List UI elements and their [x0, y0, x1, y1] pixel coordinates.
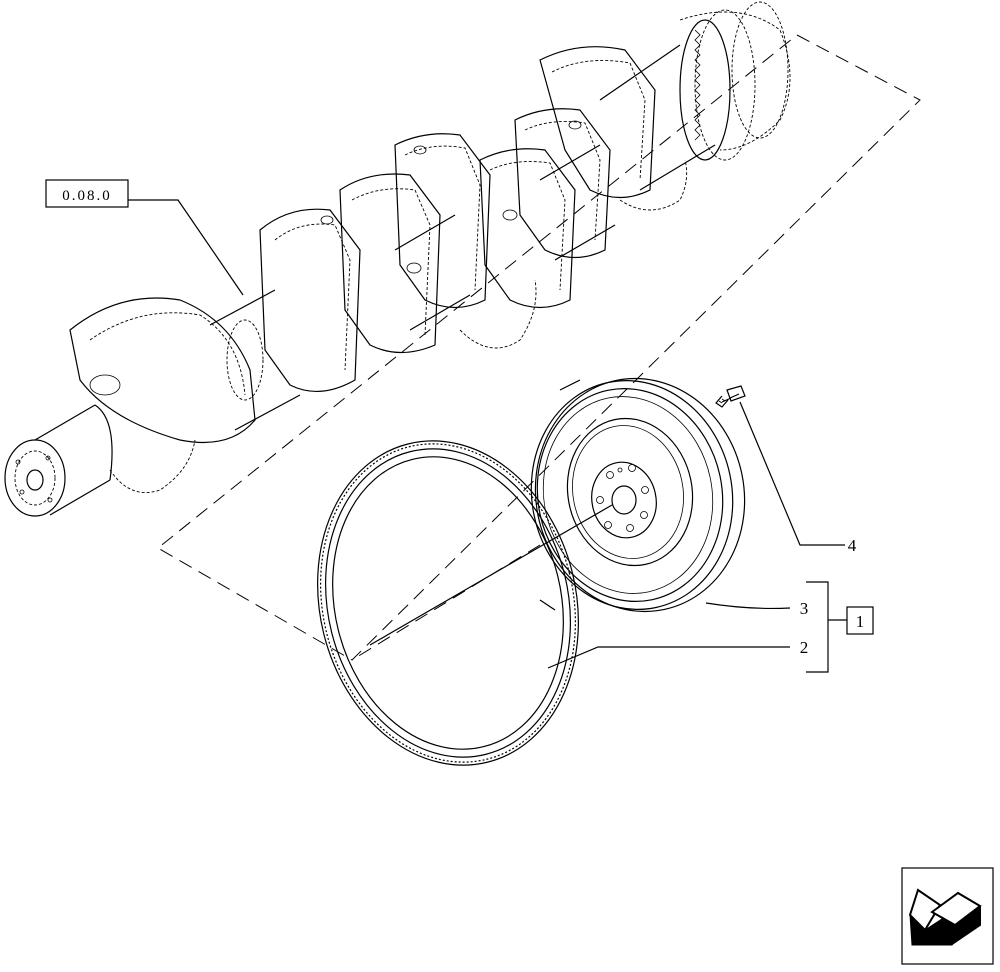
- ring-gear: [317, 440, 579, 766]
- callout-ring-gear: 2: [800, 638, 809, 657]
- callout-bolt: 4: [848, 536, 857, 555]
- flywheel-bolt: [715, 385, 746, 408]
- assembly-plane-outline: [157, 34, 921, 661]
- callout-flywheel: 3: [800, 599, 809, 618]
- previous-page-arrow-icon[interactable]: [901, 867, 994, 965]
- group-callout: 1: [846, 606, 874, 635]
- center-axis-line: [369, 504, 613, 646]
- crankshaft: [4, 1, 791, 517]
- group-label: 1: [856, 612, 865, 631]
- leader-lines: [547, 401, 847, 673]
- reference-label: 0.08.0: [62, 188, 112, 204]
- reference-callout: 0.08.0: [45, 179, 244, 296]
- flywheel: [530, 377, 746, 613]
